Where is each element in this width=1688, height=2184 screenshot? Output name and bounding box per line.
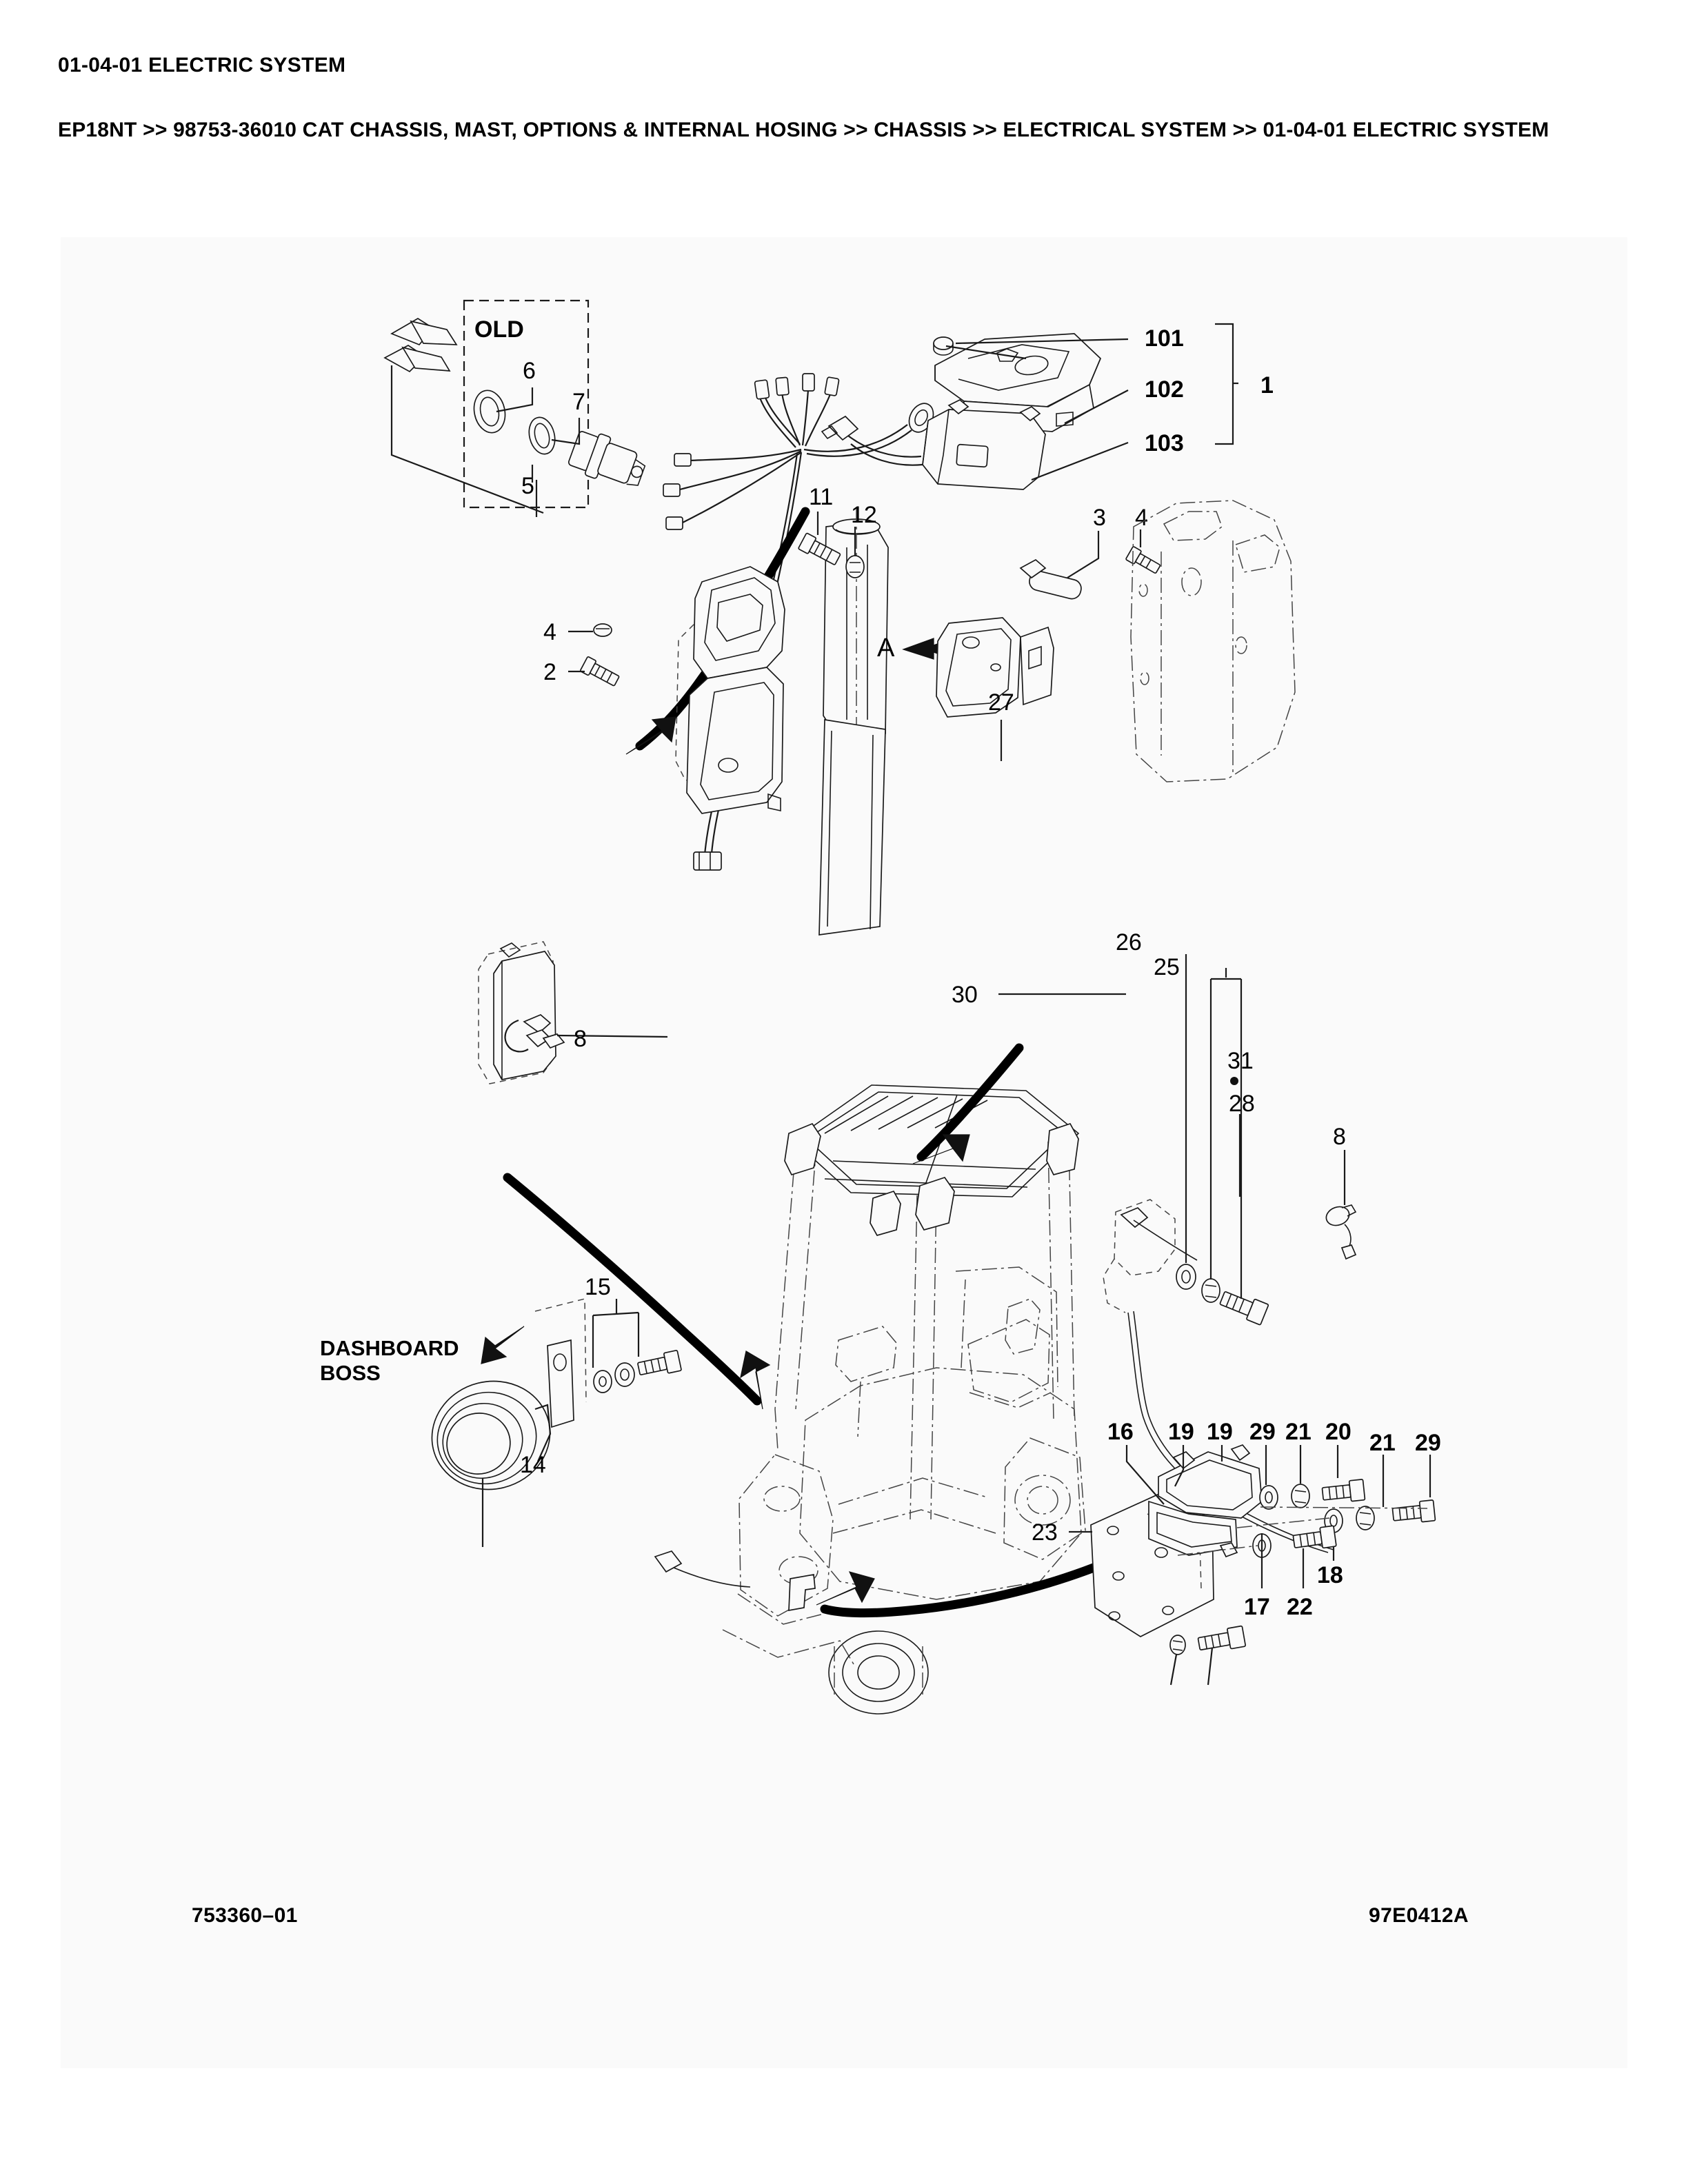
dashboard-boss-line2: BOSS (320, 1361, 381, 1385)
callout-27: 26 (1116, 929, 1142, 956)
footer-left-code: 753360–01 (192, 1904, 298, 1927)
callout-17: 22 (1287, 1594, 1313, 1620)
callout-16: 16 (1107, 1419, 1134, 1445)
page-title: 01-04-01 ELECTRIC SYSTEM (58, 54, 346, 77)
callout-30: 31 (1227, 1048, 1254, 1074)
callout-3: 3 (1093, 505, 1106, 531)
assembly-arrow-curve-4 (816, 1563, 1098, 1618)
callout-19-b: 19 (1207, 1419, 1233, 1445)
relay-box-assembly: 8 (478, 941, 668, 1084)
old-box-label: OLD (474, 316, 524, 343)
callout-18: 17 (1244, 1594, 1270, 1620)
steering-column-assembly: 4 2 11 12 A (543, 484, 1296, 936)
diagram-panel: .ln { fill:none; stroke:#1a1a1a; stroke-… (61, 237, 1627, 2068)
callout-28: 8 (1333, 1124, 1346, 1150)
callout-1: 1 (1260, 372, 1274, 398)
callout-101: 101 (1145, 325, 1184, 352)
instrument-cluster: 101 102 103 1 (821, 323, 1274, 490)
callout-9: 27 (988, 689, 1014, 716)
horn-assembly: 15 14 (431, 1274, 682, 1547)
callout-6: 6 (523, 358, 536, 384)
callout-31: 28 (1229, 1091, 1255, 1117)
callout-26: 25 (1154, 954, 1180, 980)
callout-25: 30 (952, 982, 978, 1008)
section-letter-a-mid: A (877, 634, 895, 663)
callout-11: 11 (809, 484, 833, 510)
callout-21-a: 21 (1285, 1419, 1312, 1445)
footer-right-code: 97E0412A (1369, 1904, 1469, 1927)
callout-22: 23 (1032, 1519, 1058, 1546)
callout-5: 5 (521, 473, 534, 499)
callout-8: 8 (574, 1026, 587, 1052)
forklift-truck-illustration (654, 1084, 1086, 1715)
old-group-box: OLD (463, 299, 590, 509)
callout-102: 102 (1145, 376, 1184, 403)
callout-14: 14 (520, 1452, 546, 1478)
dashboard-boss-line1: DASHBOARD (320, 1336, 459, 1360)
callout-29-a: 29 (1249, 1419, 1276, 1445)
pedal-bracket-assembly: 30 26 25 31 28 8 (952, 929, 1357, 1553)
switch-hardware-group: 23 16 19 19 29 (1032, 1419, 1441, 1686)
callout-15: 15 (585, 1274, 611, 1300)
key-switch-assembly: 6 7 5 (383, 318, 646, 517)
assembly-arrow-curve-3 (503, 1173, 771, 1410)
parts-exploded-diagram: .ln { fill:none; stroke:#1a1a1a; stroke-… (320, 299, 1441, 1715)
callout-4-right: 4 (1135, 505, 1148, 531)
breadcrumb: EP18NT >> 98753-36010 CAT CHASSIS, MAST,… (58, 119, 1549, 141)
callout-19-a: 19 (1168, 1419, 1194, 1445)
callout-12: 12 (851, 502, 877, 528)
callout-4-left: 4 (543, 619, 556, 645)
assembly-arrow-curve-2 (912, 1043, 1024, 1164)
callout-20-b: 29 (1415, 1430, 1441, 1456)
callout-2: 2 (543, 659, 556, 685)
callout-20-a: 20 (1325, 1419, 1352, 1445)
dashboard-boss-label: DASHBOARD BOSS (320, 1326, 525, 1385)
callout-103: 103 (1145, 430, 1184, 456)
callout-7: 7 (572, 389, 585, 415)
callout-29-b: 18 (1317, 1562, 1343, 1588)
callout-21-b: 21 (1369, 1430, 1396, 1456)
